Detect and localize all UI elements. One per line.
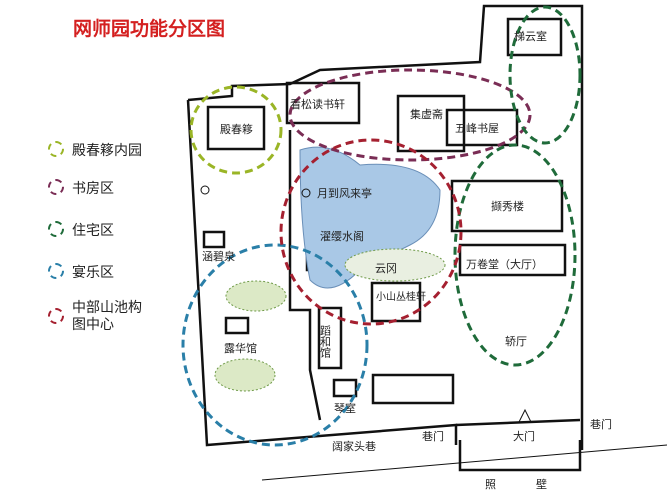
ring-icon [48, 308, 64, 324]
label-qinshi: 琴室 [334, 401, 356, 415]
legend-label: 书房区 [72, 181, 114, 197]
legend-item-banquet: 宴乐区 [48, 262, 114, 282]
zone-residence-north [508, 5, 582, 145]
label-xiexiu: 撷秀楼 [491, 199, 524, 213]
legend-item-residence: 住宅区 [48, 220, 114, 240]
ring-icon [48, 221, 64, 237]
label-main-gate: 大门 [513, 429, 535, 443]
walls [186, 4, 584, 472]
label-tiyun: 梯云室 [514, 29, 547, 43]
rockery [225, 280, 287, 312]
ring-icon [48, 141, 64, 157]
rockery [214, 358, 276, 392]
label-luhua: 露华馆 [224, 341, 257, 355]
zone-banquet [181, 243, 369, 447]
label-wufeng: 五峰书屋 [455, 122, 499, 135]
zone-center [279, 138, 463, 326]
legend-label: 殿春簃内园 [72, 143, 142, 159]
zone-study [288, 68, 532, 162]
map-title: 网师园功能分区图 [73, 18, 226, 40]
label-zhuoying: 濯缨水阁 [320, 229, 364, 243]
label-screen-wall: 照壁 [485, 477, 587, 491]
label-xiaoshan: 小山丛桂轩 [376, 290, 426, 303]
legend-item-study: 书房区 [48, 178, 114, 198]
ring-icon [48, 179, 64, 195]
label-hanbi: 涵碧泉 [202, 249, 235, 263]
pond [299, 146, 441, 289]
entrance-triangle-icon [518, 408, 532, 423]
well-icon [200, 185, 210, 195]
label-yungang: 云冈 [375, 262, 397, 275]
label-jixu: 集虚斋 [410, 107, 443, 121]
ring-icon [48, 263, 64, 279]
label-kansong: 看松读书轩 [290, 97, 345, 111]
zone-residence [453, 143, 577, 367]
label-wanjuan: 万卷堂（大厅） [466, 257, 543, 271]
rockery [344, 248, 446, 282]
label-kuojia-lane: 阔家头巷 [332, 439, 376, 453]
label-lane-gate-left: 巷门 [422, 429, 444, 443]
label-dianchunyi: 殿春簃 [220, 122, 253, 136]
label-daohe: 蹈和馆 [319, 325, 332, 359]
legend-label: 住宅区 [72, 223, 114, 239]
label-yuedao: 月到风来亭 [317, 186, 372, 200]
well-icon [301, 188, 311, 198]
zone-circles [181, 5, 582, 447]
legend-label: 宴乐区 [72, 265, 114, 281]
zone-inner-garden [189, 85, 283, 175]
legend-item-inner-garden: 殿春簃内园 [48, 140, 142, 160]
label-lane-gate-right: 巷门 [590, 417, 612, 431]
label-jiaoting: 轿厅 [505, 334, 527, 348]
legend-label: 中部山池构图中心 [72, 300, 142, 333]
street-line [261, 444, 667, 481]
legend-item-center: 中部山池构图中心 [48, 300, 142, 334]
